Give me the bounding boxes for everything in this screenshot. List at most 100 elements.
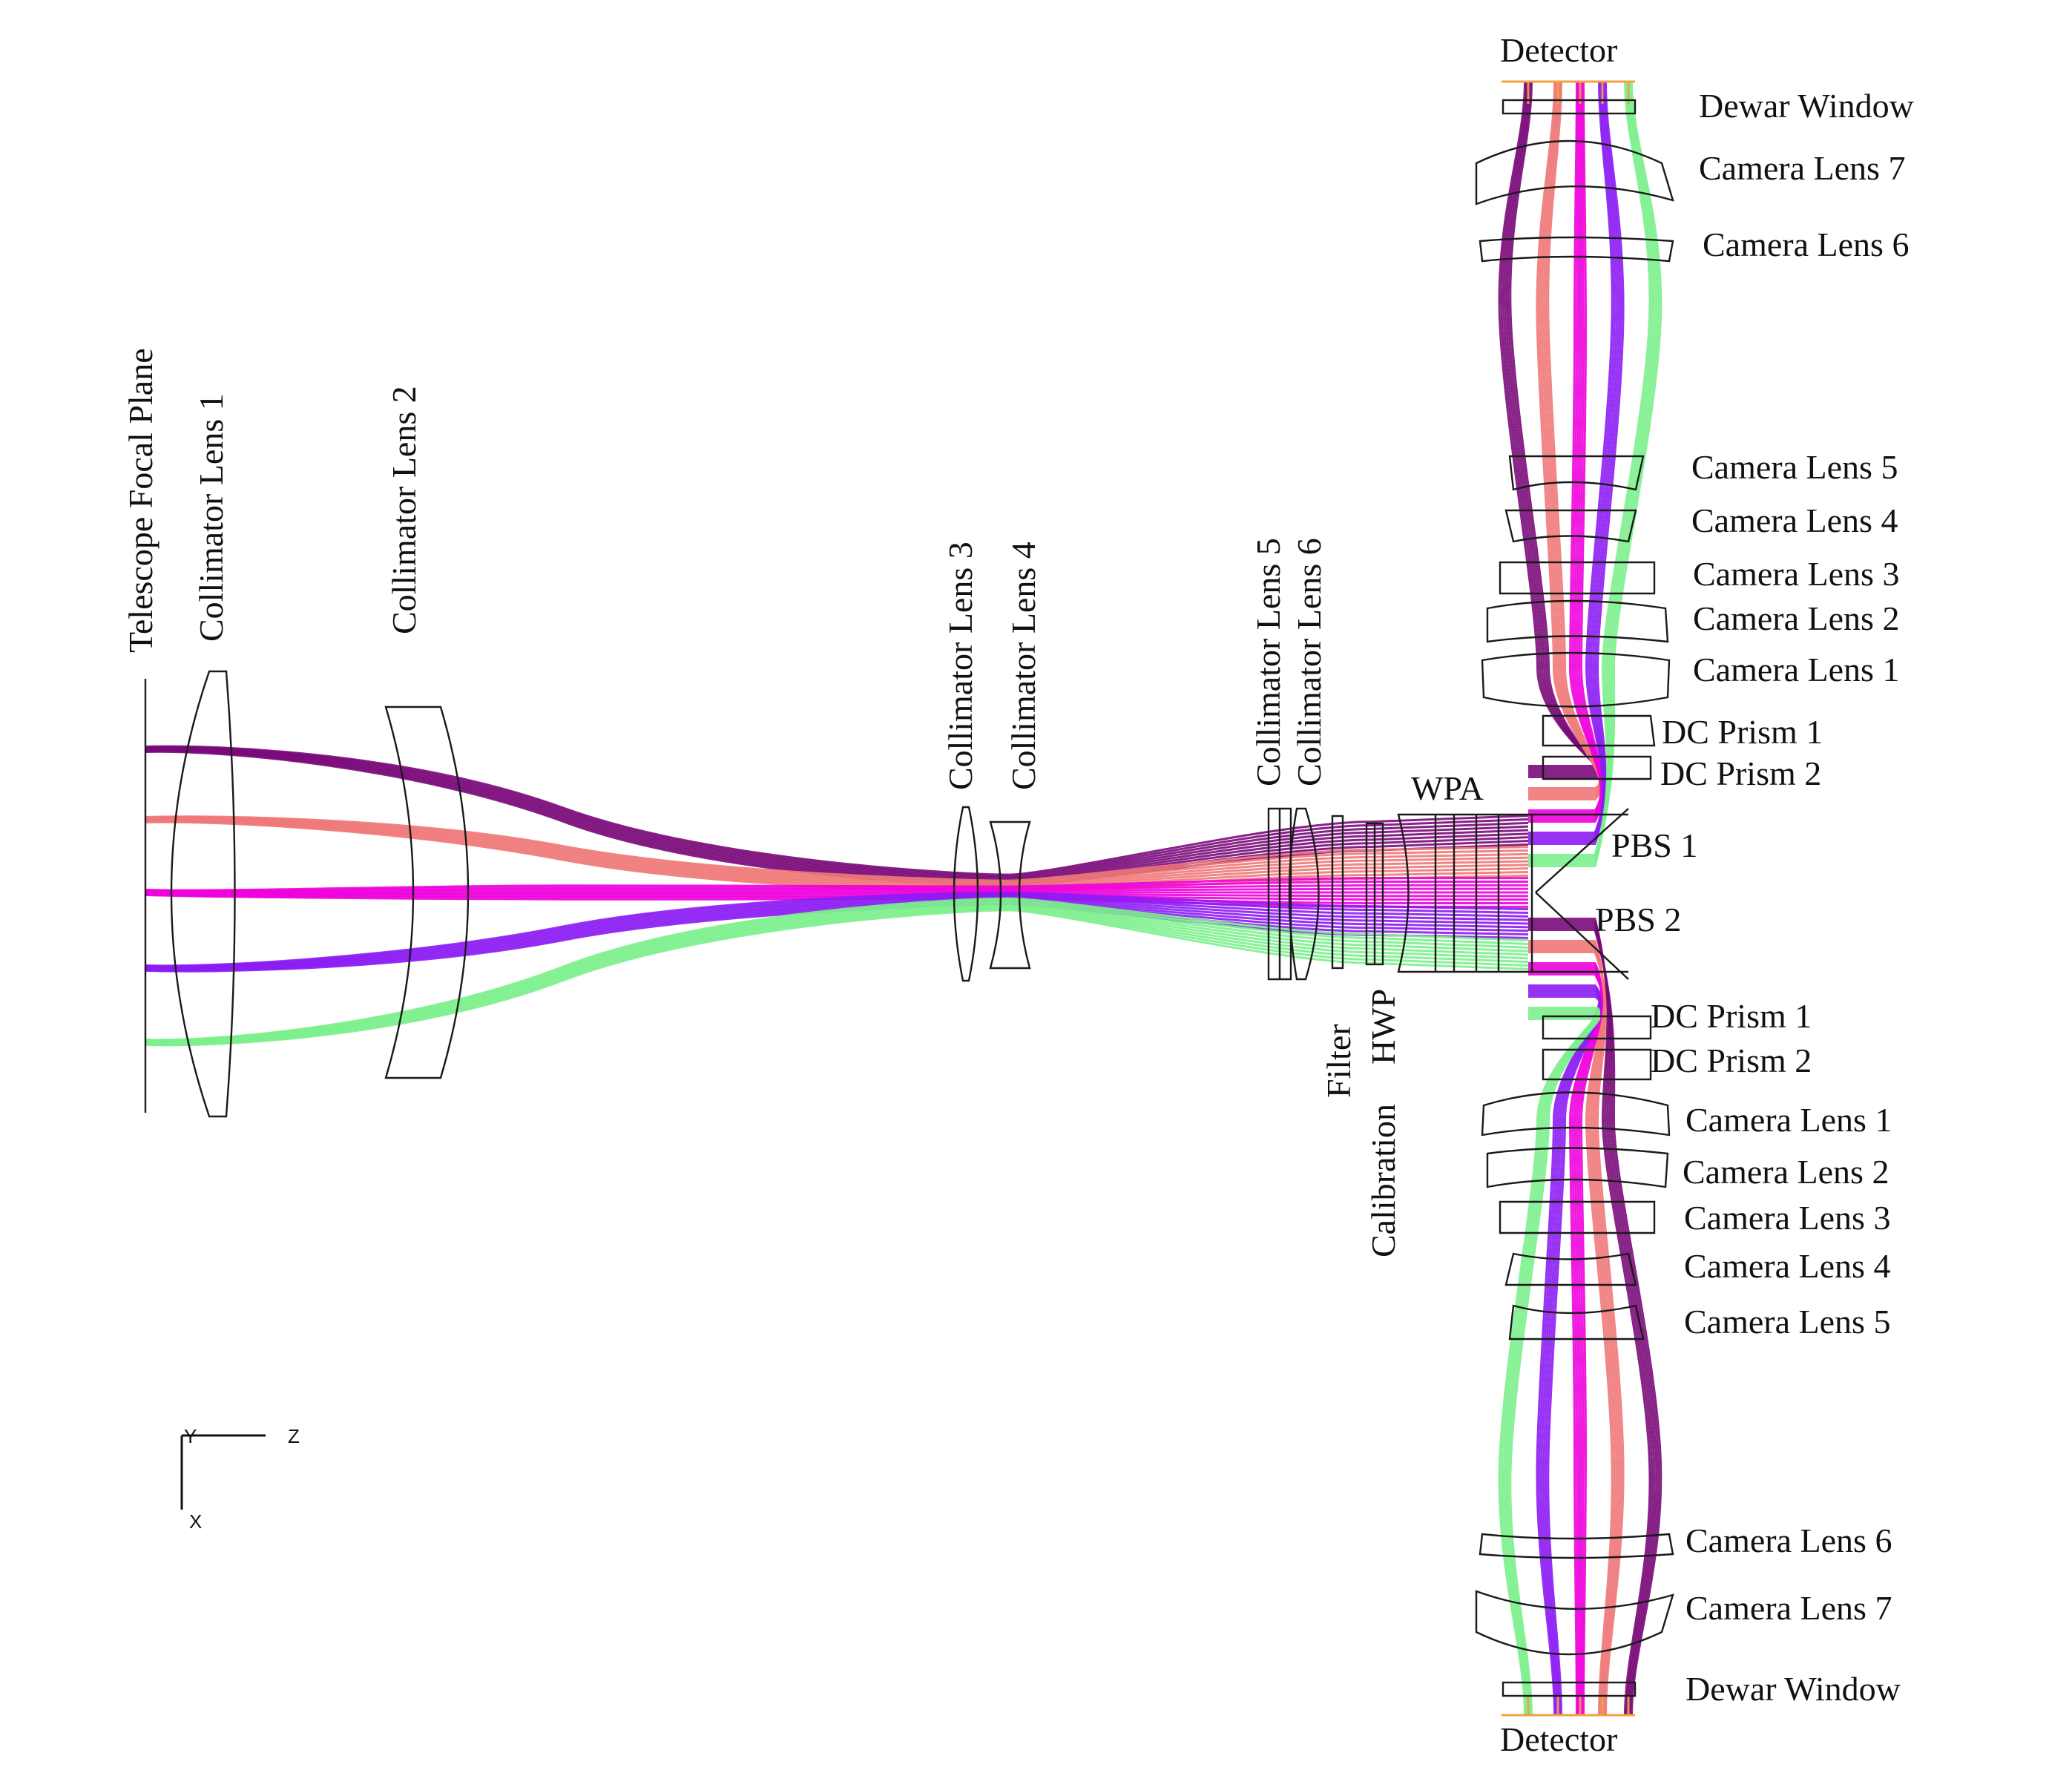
ray-collimator-magenta	[145, 880, 1528, 892]
ray-collimator-violet	[145, 900, 1529, 971]
ray-upper-salmon	[1528, 81, 1602, 798]
ray-lower-magenta	[1528, 971, 1603, 1716]
label-wpa: WPA	[1411, 769, 1484, 807]
ray-upper-salmon	[1528, 81, 1602, 796]
label-pbs-2: PBS 2	[1595, 901, 1681, 938]
ray-collimator-violet	[145, 892, 1529, 968]
lower-camera-lens-1	[1481, 1091, 1671, 1137]
ray-collimator-violet	[145, 891, 1529, 967]
ray-collimator-salmon	[145, 816, 1529, 884]
ray-lower-violet	[1528, 989, 1602, 1716]
collimator-lens-2	[384, 705, 470, 1079]
wpa-element	[1397, 813, 1533, 973]
ray-collimator-salmon	[145, 817, 1529, 885]
ray-collimator-green	[145, 897, 1529, 1042]
ray-collimator-green	[145, 906, 1529, 1045]
ray-upper-salmon	[1528, 81, 1602, 794]
collimator-lens-5	[1267, 807, 1292, 981]
label-upper-camera-lens-4: Camera Lens 4	[1691, 501, 1898, 539]
ray-collimator-green	[145, 907, 1529, 1046]
label-filter: Filter	[1320, 1024, 1358, 1098]
label-collimator-lens-4: Collimator Lens 4	[1004, 542, 1042, 790]
ray-collimator-salmon	[145, 815, 1529, 882]
ray-upper-salmon	[1528, 81, 1602, 800]
ray-collimator-violet	[145, 898, 1529, 970]
upper-camera-lens-6	[1479, 236, 1674, 263]
lower-dewar-window	[1502, 1681, 1637, 1697]
ray-lower-salmon	[1528, 944, 1618, 1716]
ray-collimator-salmon	[145, 818, 1529, 886]
upper-camera-lens-2	[1486, 599, 1669, 643]
ray-collimator-violet	[145, 894, 1529, 969]
ray-collimator-violet	[145, 895, 1529, 970]
collimator-lens-4	[989, 820, 1031, 970]
label-lower-detector: Detector	[1500, 1720, 1617, 1758]
upper-dc-prism-2	[1542, 755, 1652, 780]
label-telescope-focal-plane: Telescope Focal Plane	[122, 348, 159, 653]
label-upper-camera-lens-7: Camera Lens 7	[1699, 149, 1905, 187]
ray-lower-salmon	[1528, 942, 1616, 1716]
axis-label-z: Z	[288, 1425, 300, 1447]
ray-collimator-salmon	[145, 818, 1529, 889]
ray-collimator-green	[145, 909, 1529, 1047]
label-upper-camera-lens-5: Camera Lens 5	[1691, 448, 1898, 486]
label-lower-dc-prism-2: DC Prism 2	[1651, 1042, 1812, 1079]
upper-dc-prism-1	[1542, 714, 1656, 747]
upper-camera-lens-3	[1499, 561, 1656, 595]
lower-camera-lens-7	[1475, 1590, 1674, 1656]
label-calibration: Calibration	[1364, 1104, 1402, 1257]
label-upper-camera-lens-1: Camera Lens 1	[1693, 651, 1899, 688]
label-upper-dc-prism-1: DC Prism 1	[1662, 713, 1823, 751]
lower-camera-lens-6	[1479, 1533, 1674, 1559]
ray-collimator-green	[145, 903, 1529, 1044]
lower-camera-lens-2	[1486, 1147, 1669, 1188]
label-hwp: HWP	[1364, 989, 1402, 1065]
label-lower-camera-lens-6: Camera Lens 6	[1685, 1522, 1892, 1559]
ray-lower-magenta	[1528, 964, 1602, 1716]
ray-upper-green	[1528, 81, 1658, 863]
ray-collimator-green	[145, 904, 1529, 1045]
label-lower-camera-lens-1: Camera Lens 1	[1685, 1101, 1892, 1139]
label-upper-camera-lens-3: Camera Lens 3	[1693, 555, 1899, 593]
label-lower-camera-lens-4: Camera Lens 4	[1684, 1247, 1890, 1285]
ray-lower-salmon	[1528, 951, 1625, 1716]
upper-dewar-window	[1502, 99, 1637, 115]
ray-upper-dark_purple	[1509, 81, 1601, 779]
ray-collimator-magenta	[145, 891, 1528, 895]
upper-camera-arm	[1475, 80, 1674, 780]
ray-collimator-salmon	[145, 818, 1529, 888]
label-lower-dewar-window: Dewar Window	[1685, 1670, 1901, 1708]
ray-upper-green	[1528, 81, 1660, 865]
ray-collimator-magenta	[145, 884, 1528, 893]
label-lower-camera-lens-3: Camera Lens 3	[1684, 1199, 1890, 1237]
upper-camera-lens-5	[1508, 455, 1645, 491]
ray-upper-salmon	[1528, 81, 1601, 792]
label-collimator-lens-6: Collimator Lens 6	[1290, 538, 1328, 786]
label-upper-camera-lens-2: Camera Lens 2	[1693, 599, 1899, 637]
ray-upper-violet	[1528, 81, 1625, 845]
ray-lower-salmon	[1528, 949, 1622, 1716]
ray-collimator-green	[145, 901, 1529, 1043]
lower-camera-arm	[1475, 1015, 1674, 1717]
ray-lower-salmon	[1528, 947, 1620, 1716]
collimator-lens-6	[1288, 807, 1320, 981]
upper-camera-lens-1	[1481, 651, 1671, 708]
label-upper-detector: Detector	[1500, 31, 1617, 69]
horizontal-labels: WPA PBS 1 PBS 2 Detector Dewar Window Ca…	[1411, 31, 1915, 1758]
ray-collimator-green	[145, 898, 1529, 1042]
ray-collimator-violet	[145, 897, 1529, 970]
collimator-lens-3	[953, 806, 979, 982]
label-upper-dewar-window: Dewar Window	[1699, 87, 1915, 125]
label-collimator-lens-3: Collimator Lens 3	[941, 542, 979, 790]
lower-camera-lens-4	[1504, 1252, 1637, 1286]
ray-upper-magenta	[1528, 81, 1603, 820]
label-collimator-lens-1: Collimator Lens 1	[192, 393, 230, 642]
ray-lower-magenta	[1528, 962, 1602, 1716]
label-lower-camera-lens-5: Camera Lens 5	[1684, 1303, 1890, 1341]
upper-camera-lens-4	[1504, 509, 1637, 543]
label-collimator-lens-2: Collimator Lens 2	[385, 386, 423, 634]
pbs-element	[1532, 808, 1629, 980]
label-lower-dc-prism-1: DC Prism 1	[1651, 997, 1812, 1035]
ray-lower-violet	[1528, 987, 1601, 1716]
ray-collimator-magenta	[145, 877, 1528, 892]
